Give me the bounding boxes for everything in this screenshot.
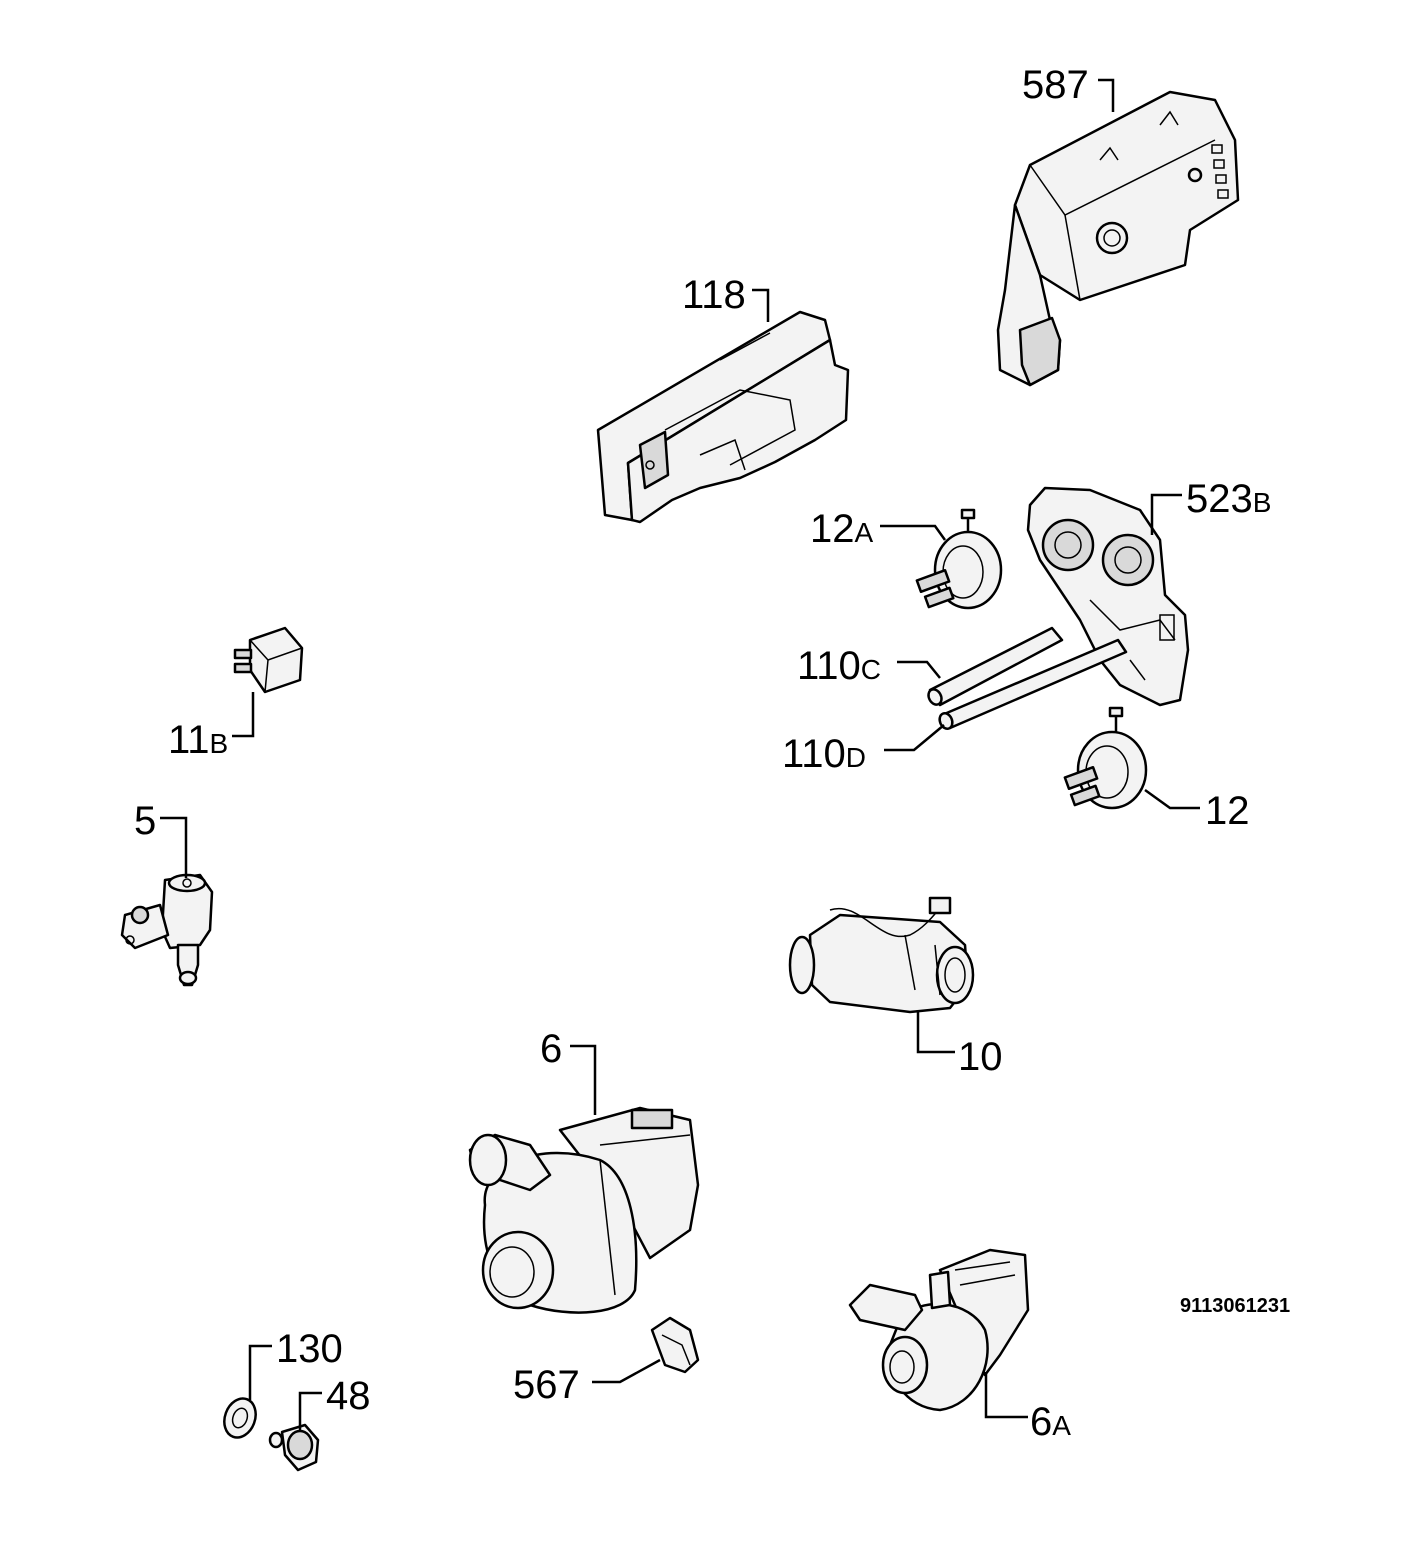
callout-110D: 110D [782, 732, 866, 776]
part-110C-hose [927, 626, 1064, 707]
part-6-circulation-pump [468, 1106, 700, 1314]
leader-line-48 [298, 1391, 322, 1430]
leader-line-110D [884, 724, 945, 752]
callout-523B: 523B [1186, 477, 1271, 521]
part-118-detergent-dispenser [596, 310, 850, 524]
callout-5: 5 [134, 799, 156, 843]
part-48-plug [268, 1423, 320, 1472]
callout-130: 130 [276, 1327, 343, 1371]
part-5-inlet-valve [120, 873, 214, 987]
callout-587: 587 [1022, 63, 1089, 107]
part-587-control-module [996, 90, 1240, 387]
part-12-pressure-switch [1063, 706, 1148, 810]
leader-line-12A [880, 524, 947, 541]
leader-line-6A [984, 1372, 1028, 1419]
part-523B-bracket [1026, 486, 1190, 707]
part-130-seal-ring [223, 1397, 257, 1439]
part-10-heating-element [788, 896, 975, 1014]
leader-line-587 [1098, 78, 1115, 112]
part-110D-hose [938, 638, 1128, 730]
callout-10: 10 [958, 1035, 1003, 1079]
callout-6A: 6A [1030, 1400, 1071, 1444]
part-567-clip [650, 1316, 700, 1374]
leader-line-523B [1150, 493, 1182, 535]
callout-12: 12 [1205, 789, 1250, 833]
leader-line-11B [232, 692, 255, 738]
callout-110C: 110C [797, 644, 881, 688]
part-11B-relay [233, 626, 304, 694]
callout-48: 48 [326, 1374, 371, 1418]
leader-line-10 [916, 1010, 955, 1054]
document-number: 9113061231 [1180, 1295, 1290, 1317]
callout-11B: 11B [168, 718, 228, 762]
part-6A-drain-pump [848, 1248, 1030, 1412]
part-12A-pressure-switch [915, 508, 1003, 610]
callout-6: 6 [540, 1027, 562, 1071]
leader-line-567 [592, 1358, 661, 1384]
callout-12A: 12A [810, 507, 874, 551]
leader-line-6 [570, 1044, 597, 1115]
callout-567: 567 [513, 1363, 580, 1407]
leader-line-118 [752, 288, 770, 322]
leader-line-5 [160, 816, 188, 878]
leader-line-130 [248, 1344, 272, 1400]
leader-line-12 [1144, 788, 1200, 810]
leader-line-110C [897, 660, 941, 679]
callout-118: 118 [682, 273, 746, 317]
